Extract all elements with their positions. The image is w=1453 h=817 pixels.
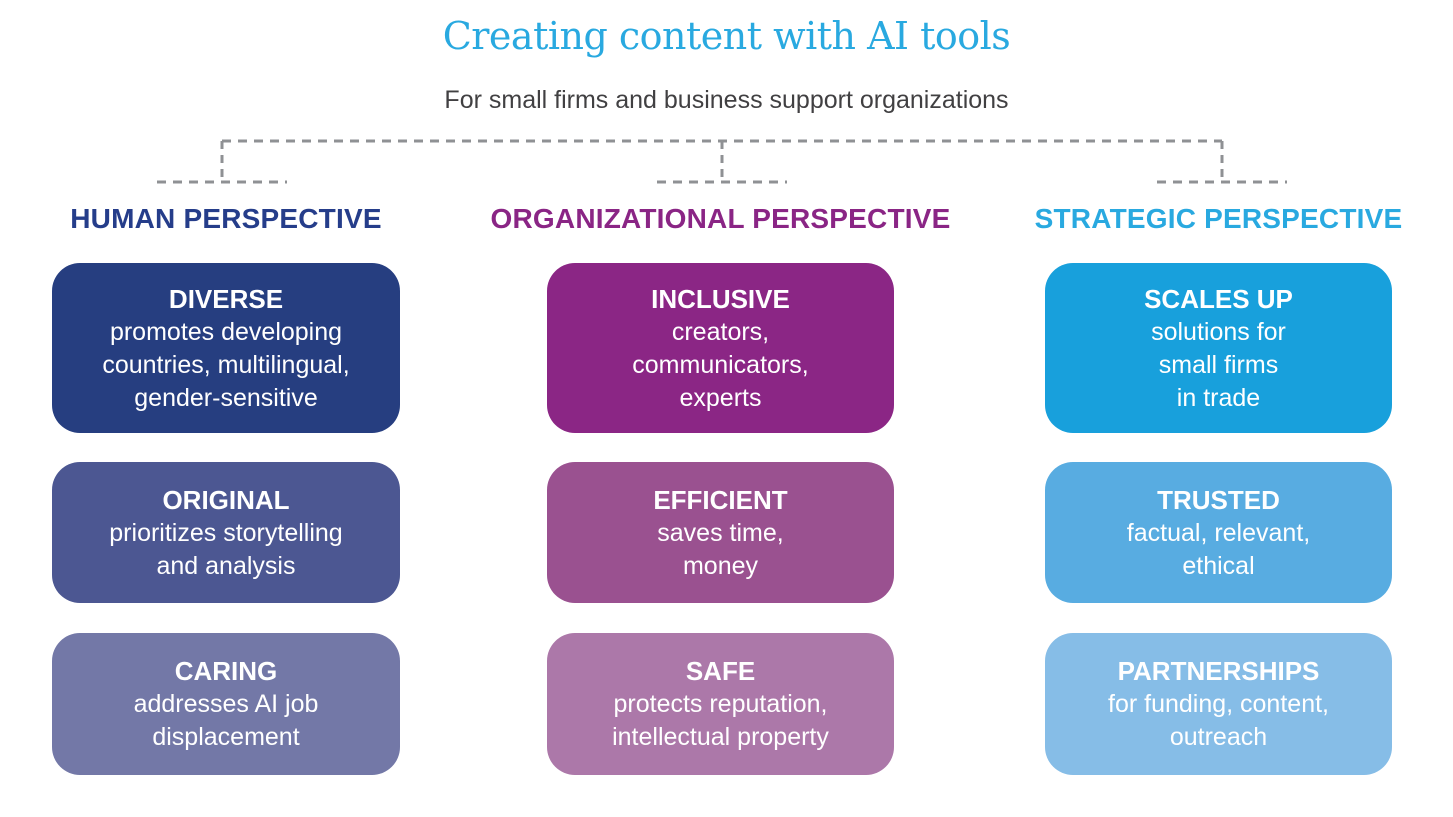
box-scales-up: SCALES UP solutions for small firms in t…: [1045, 263, 1392, 433]
box-title: INCLUSIVE: [651, 283, 790, 314]
column-header-label: HUMAN PERSPECTIVE: [70, 203, 382, 234]
column-header-label: STRATEGIC PERSPECTIVE: [1034, 203, 1403, 234]
box-body: for funding, content, outreach: [1108, 690, 1329, 751]
box-partnerships: PARTNERSHIPS for funding, content, outre…: [1045, 633, 1392, 775]
box-diverse: DIVERSE promotes developing countries, m…: [52, 263, 400, 433]
box-title: SCALES UP: [1144, 283, 1293, 314]
column-header-strategic: STRATEGIC PERSPECTIVE: [1035, 203, 1403, 235]
box-body: factual, relevant, ethical: [1126, 518, 1311, 580]
box-title: ORIGINAL: [162, 484, 290, 515]
box-title: TRUSTED: [1157, 484, 1280, 515]
box-inclusive: INCLUSIVE creators, communicators, exper…: [547, 263, 894, 433]
box-title: PARTNERSHIPS: [1117, 656, 1320, 686]
box-title: EFFICIENT: [653, 484, 788, 515]
column-human-perspective: HUMAN PERSPECTIVE DIVERSE promotes devel…: [52, 0, 400, 817]
box-caring: CARING addresses AI job displacement: [52, 633, 400, 775]
box-title: CARING: [174, 656, 278, 686]
box-original: ORIGINAL prioritizes storytelling and an…: [52, 462, 400, 603]
box-body: protects reputation, intellectual proper…: [612, 690, 829, 751]
column-header-human: HUMAN PERSPECTIVE: [52, 203, 400, 235]
page-subtitle: For small firms and business support org…: [444, 86, 1009, 114]
column-strategic-perspective: STRATEGIC PERSPECTIVE SCALES UP solution…: [1035, 0, 1403, 817]
box-trusted: TRUSTED factual, relevant, ethical: [1045, 462, 1392, 603]
box-title: DIVERSE: [168, 283, 284, 314]
box-safe: SAFE protects reputation, intellectual p…: [547, 633, 894, 775]
column-organizational-perspective: ORGANIZATIONAL PERSPECTIVE INCLUSIVE cre…: [491, 0, 951, 817]
box-body: solutions for small firms in trade: [1151, 317, 1286, 412]
box-efficient: EFFICIENT saves time, money: [547, 462, 894, 603]
box-body: saves time, money: [657, 518, 784, 580]
box-body: promotes developing countries, multiling…: [102, 317, 350, 412]
column-header-organizational: ORGANIZATIONAL PERSPECTIVE: [491, 203, 951, 235]
box-body: prioritizes storytelling and analysis: [109, 518, 343, 580]
box-title: SAFE: [685, 656, 756, 686]
box-body: creators, communicators, experts: [632, 317, 809, 412]
column-header-label: ORGANIZATIONAL PERSPECTIVE: [490, 203, 951, 234]
page-title: Creating content with AI tools: [442, 14, 1011, 58]
box-body: addresses AI job displacement: [133, 690, 319, 751]
